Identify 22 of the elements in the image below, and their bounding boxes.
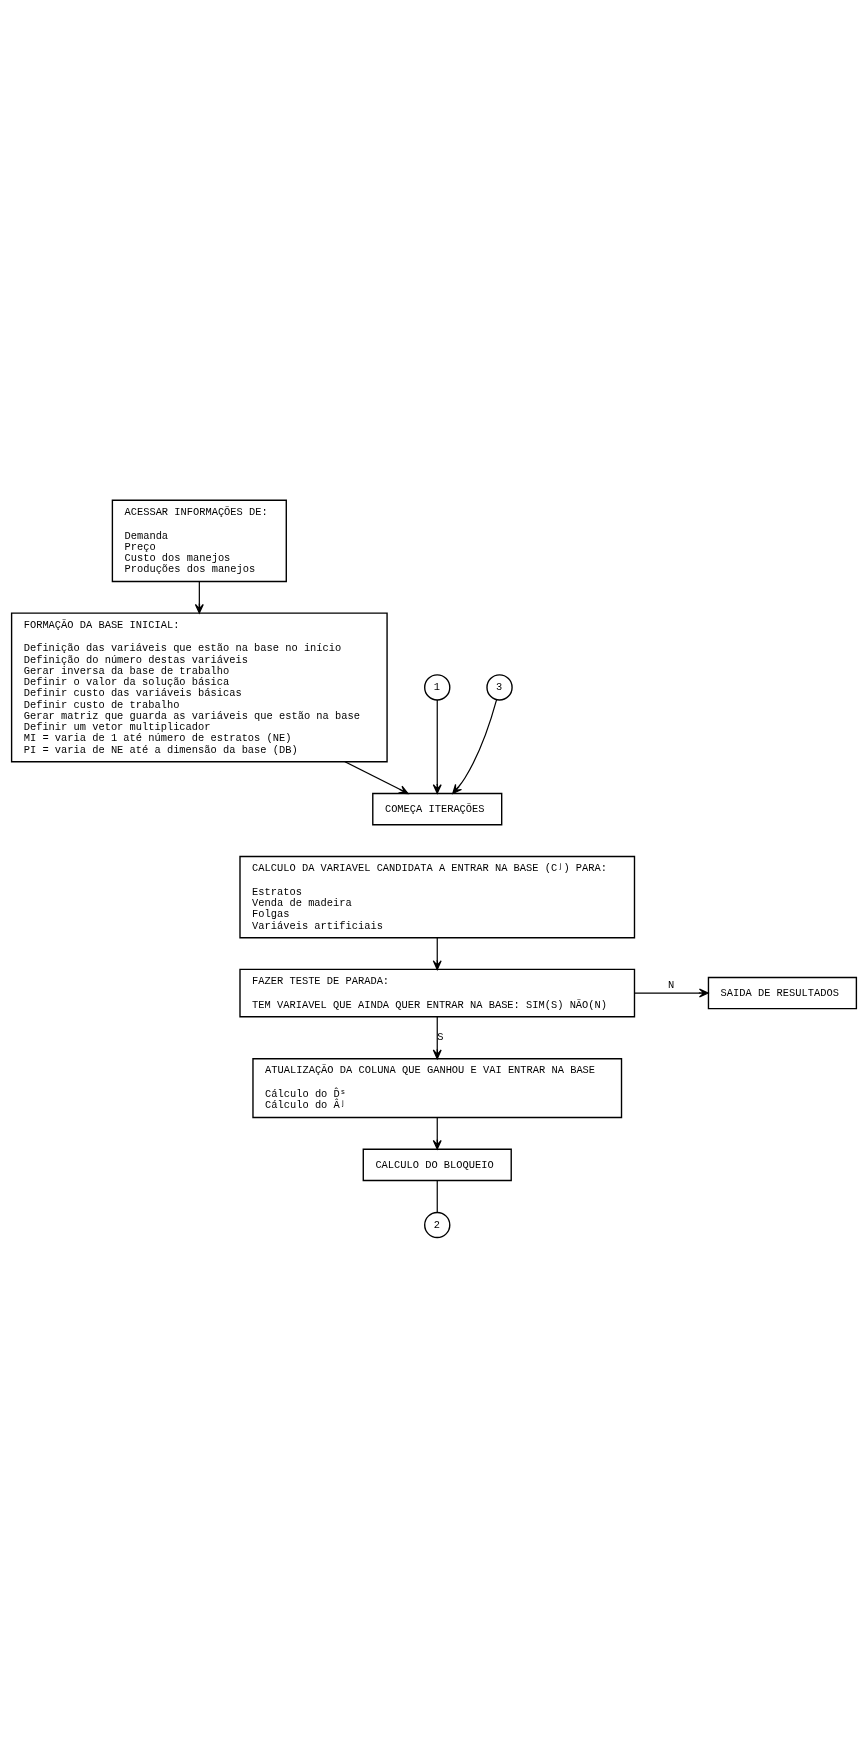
node-circle: 1 xyxy=(424,673,451,701)
node-box: COMEÇA ITERAÇÕES xyxy=(372,792,503,825)
node-box: FAZER TESTE DE PARADA: TEM VARIAVEL QUE AINDA QUER ENTRAR NA BASE: SIM(S) NÃO(N) xyxy=(239,968,636,1017)
arrow xyxy=(194,580,204,614)
arrow xyxy=(432,1116,442,1150)
arrow xyxy=(432,698,442,794)
node-box: FORMAÇÃO DA BASE INICIAL: Definição das variáveis que estão na base no início Definição do número destas variáveis Gerar inversa da base de trabalho Definir o valor da solução básica Definir custo das variáveis básicas Definir custo de trabalho Gerar matriz que guarda as variáveis que estão na base Definir um vetor multiplicador MI = varia de 1 até número de estratos (NE) PI = varia de NE até a dimensão da base (DB) xyxy=(10,611,388,762)
node-circle: 3 xyxy=(486,673,513,701)
node-box: ACESSAR INFORMAÇÕES DE: Demanda Preço Custo dos manejos Produções dos manejos xyxy=(111,499,287,582)
node-box: ATUALIZAÇÃO DA COLUNA QUE GANHOU E VAI ENTRAR NA BASE Cálculo do D̂ˢ Cálculo do Âʲ xyxy=(252,1057,623,1118)
arrow xyxy=(432,936,442,970)
connector xyxy=(436,1179,438,1213)
arrow xyxy=(432,1015,442,1059)
node-circle: 2 xyxy=(424,1211,451,1238)
arrow xyxy=(344,760,409,794)
arrow xyxy=(633,988,709,998)
arrow xyxy=(452,698,498,794)
node-box: SAIDA DE RESULTADOS xyxy=(707,976,858,1009)
edge-label: S xyxy=(437,1030,444,1043)
node-box: CALCULO DA VARIAVEL CANDIDATA A ENTRAR NA BASE (Cʲ) PARA: Estratos Venda de madeira Folgas Variáveis artificiais xyxy=(239,855,636,938)
edge-label: N xyxy=(668,978,675,991)
node-box: CALCULO DO BLOQUEIO xyxy=(362,1148,512,1181)
